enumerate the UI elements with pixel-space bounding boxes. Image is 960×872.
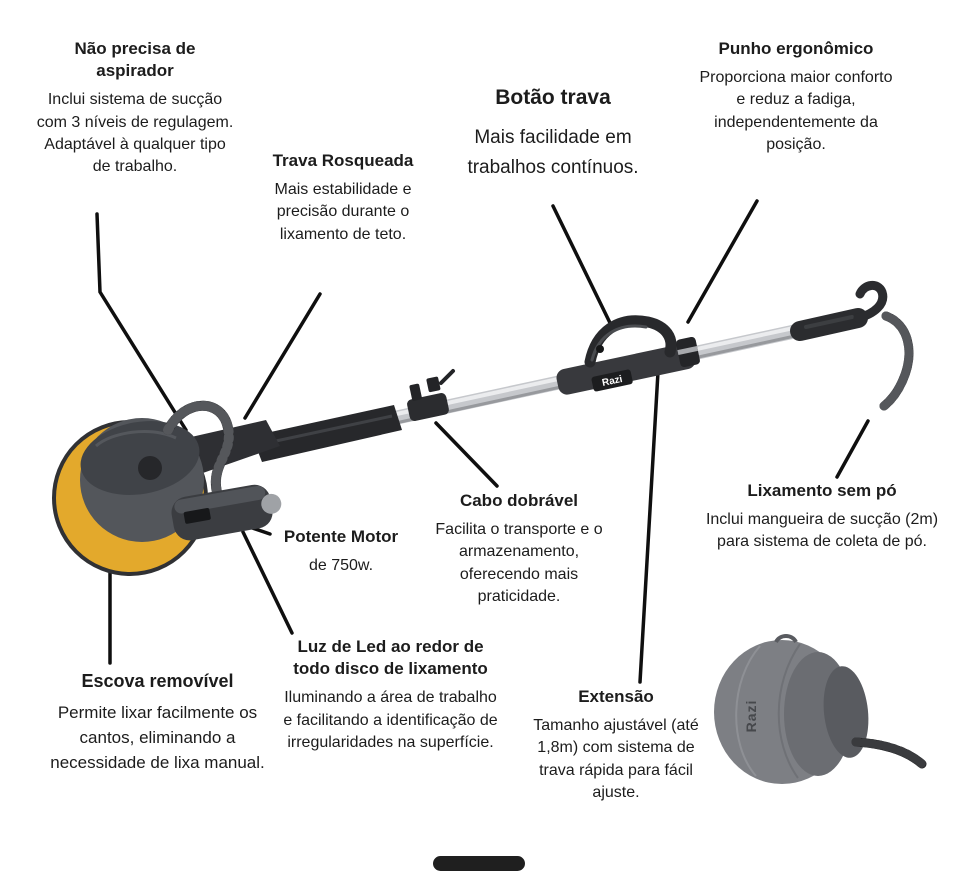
folding-joint [407,369,455,421]
leader-line-luz-led [241,530,294,635]
dust-bag: Razi [714,634,927,784]
callout-folding-shaft-body: Facilita o transporte e o armazenamento,… [435,521,603,606]
head-housing [80,421,200,495]
callout-motor: Potente Motor de 750w. [275,526,407,577]
callout-removable-brush-body: Permite lixar facilmente os cantos, elim… [50,703,265,772]
callout-motor-title: Potente Motor [283,527,399,546]
callout-dust-free: Lixamento sem pó Inclui mangueira de suc… [702,480,942,554]
callout-dust-free-title: Lixamento sem pó [747,481,897,500]
callout-folding-shaft-title: Cabo dobrável [459,491,579,510]
callout-threaded-lock-title: Trava Rosqueada [272,151,414,170]
hanging-hook [853,281,888,323]
callout-led-ring-body: Iluminando a área de trabalho e facilita… [283,689,498,751]
motor-body [171,484,282,541]
callout-led-ring: Luz de Led ao redor de todo disco de lix… [283,636,498,754]
lock-button-loop [584,315,677,368]
callout-extension: Extensão Tamanho ajustável (até 1,8m) co… [532,686,700,805]
callout-lock-button-title: Botão trava [495,86,611,109]
pole-brand-text: Razi [601,374,624,389]
leader-line-trava-rosqueada [243,292,322,420]
bottom-brand-bar [433,856,525,871]
pole-brand-label: Razi [591,369,633,392]
callout-ergonomic-grip: Punho ergonômico Proporciona maior confo… [696,38,896,157]
callout-ergonomic-grip-title: Punho ergonômico [718,39,874,58]
callout-no-vacuum-body: Inclui sistema de sucção com 3 níveis de… [36,91,234,176]
callout-threaded-lock: Trava Rosqueada Mais estabilidade e prec… [258,150,428,246]
leader-line-punho [686,199,759,324]
callout-extension-body: Tamanho ajustável (até 1,8m) com sistema… [533,717,699,802]
leader-line-aspirador [95,212,188,432]
bag-brand-text: Razi [743,700,759,733]
callout-threaded-lock-body: Mais estabilidade e precisão durante o l… [274,181,412,243]
callout-removable-brush-title: Escova removível [81,671,234,691]
callout-led-ring-title: Luz de Led ao redor de todo disco de lix… [293,637,488,679]
callout-no-vacuum: Não precisa de aspirador Inclui sistema … [35,38,235,179]
leader-line-botao-trava [551,204,614,329]
leader-lines [95,199,870,684]
callout-removable-brush: Escova removível Permite lixar facilment… [45,670,270,775]
callout-folding-shaft: Cabo dobrável Facilita o transporte e o … [424,490,614,609]
callout-dust-free-body: Inclui mangueira de sucção (2m) para sis… [705,511,939,551]
callout-no-vacuum-title: Não precisa de aspirador [74,39,196,81]
front-arm [178,405,402,474]
trigger-handle [556,315,696,395]
rear-clamp [676,336,700,368]
callout-lock-button-body: Mais facilidade em trabalhos contínuos. [467,127,639,178]
callout-extension-title: Extensão [578,687,654,706]
leader-line-extensao [638,370,660,684]
leader-line-lixamento-sem-po [835,419,870,479]
callout-motor-body: de 750w. [308,557,374,575]
dust-bag-flap [823,666,869,758]
callout-ergonomic-grip-body: Proporciona maior conforto e reduz a fad… [699,69,893,154]
sanding-head [52,418,208,576]
dust-bag-loop [774,634,798,644]
lock-button [596,345,604,353]
callout-lock-button: Botão trava Mais facilidade em trabalhos… [458,84,648,182]
leader-line-cabo-dobravel [434,421,499,488]
rear-grip [790,281,914,411]
